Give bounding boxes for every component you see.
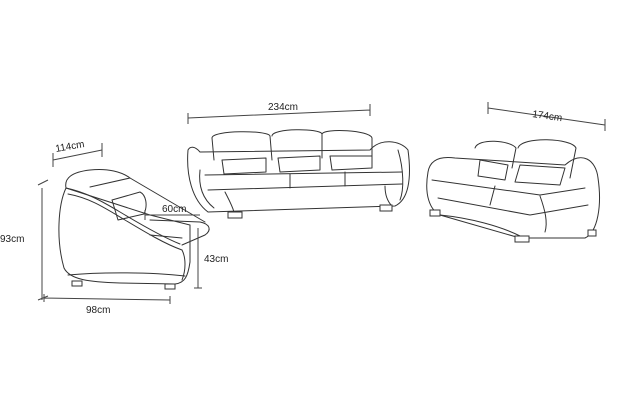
seat-height-label: 43cm: [204, 254, 228, 265]
armchair-depth-label: 114cm: [55, 139, 86, 155]
armchair-height-label: 93cm: [0, 234, 24, 245]
armchair-width-label: 98cm: [86, 305, 110, 316]
armchair-drawing: [58, 169, 210, 290]
three-seater-sofa-drawing: [187, 129, 410, 219]
seat-depth-label: 60cm: [162, 204, 186, 215]
two-seater-sofa-drawing: [426, 139, 600, 243]
three-seater-width-label: 234cm: [268, 102, 298, 113]
two-seater-width-label: 174cm: [532, 109, 563, 124]
dimension-lines: [37, 102, 606, 304]
